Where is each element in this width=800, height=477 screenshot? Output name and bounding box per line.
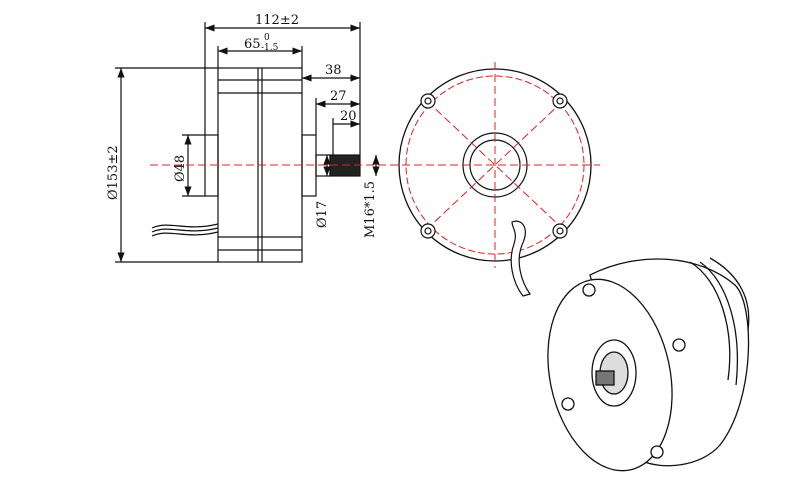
bolt-hole — [650, 445, 664, 459]
bolt-hole — [582, 283, 596, 297]
dim-body-tol-lower: -1.5 — [261, 43, 279, 53]
dim-outer-diameter: Ø153±2 — [106, 145, 121, 200]
dim-shaft-diameter: Ø17 — [315, 201, 330, 228]
bolt-hole — [672, 338, 686, 352]
wire — [151, 223, 219, 229]
dim-thread-spec: M16*1.5 — [363, 181, 378, 238]
dim-body-length: 65 — [244, 37, 261, 52]
wire — [510, 220, 531, 297]
side-view — [115, 22, 380, 263]
dim-hub-to-end: 27 — [330, 89, 347, 104]
dim-thread-length: 20 — [340, 109, 357, 124]
bolt-hole — [561, 397, 575, 411]
isometric-view — [547, 257, 750, 472]
front-view — [390, 62, 600, 297]
shaft — [595, 370, 615, 386]
dim-shaft-ext: 38 — [325, 63, 342, 78]
dim-overall-length: 112±2 — [255, 13, 299, 28]
dim-hub-diameter: Ø48 — [173, 155, 188, 182]
dim-body-tol-upper: 0 — [264, 33, 270, 43]
